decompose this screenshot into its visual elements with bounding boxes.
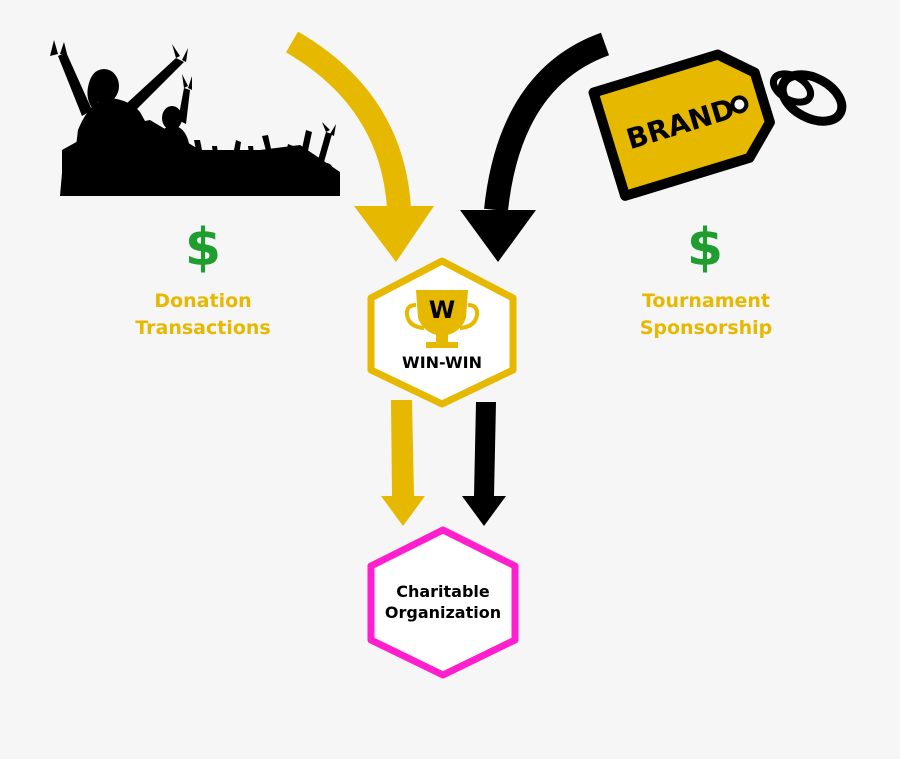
donation-label-line1: Donation xyxy=(154,290,251,312)
donation-dollar-icon: $ xyxy=(185,218,221,278)
brand-tag-icon: BRAND xyxy=(588,49,847,201)
crowd-silhouette-icon xyxy=(50,40,340,196)
gold-down-arrow xyxy=(381,400,425,526)
win-win-label: WIN-WIN xyxy=(402,353,482,372)
sponsorship-dollar-icon: $ xyxy=(687,218,723,278)
donation-label-line2: Transactions xyxy=(135,317,270,339)
sponsorship-label-line1: Tournament xyxy=(642,290,770,312)
charitable-organization-hexagon: Charitable Organization xyxy=(367,526,519,679)
charitable-label-line1: Charitable xyxy=(396,582,490,601)
win-win-hexagon: W WIN-WIN xyxy=(367,257,517,408)
trophy-icon: W xyxy=(404,290,480,348)
trophy-letter: W xyxy=(429,296,455,324)
sponsorship-label-line2: Sponsorship xyxy=(640,317,773,339)
gold-curved-arrow xyxy=(285,31,434,262)
charitable-label-line2: Organization xyxy=(385,603,501,622)
black-curved-arrow xyxy=(460,32,610,262)
black-down-arrow xyxy=(462,402,506,526)
